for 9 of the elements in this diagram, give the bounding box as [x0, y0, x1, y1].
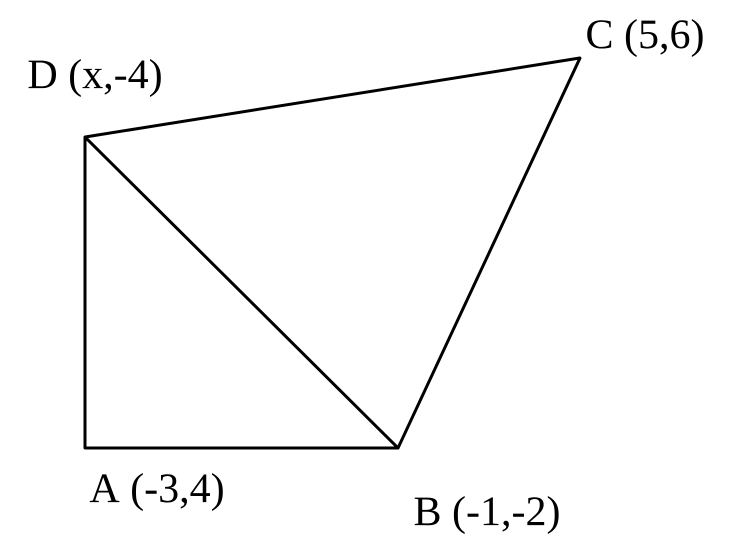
line-segment: [396, 56, 582, 450]
vertex-label: B (-1,-2): [414, 496, 559, 534]
line-segment: [84, 136, 400, 450]
line-segment: [84, 446, 400, 450]
line-segment: [84, 136, 86, 450]
line-segment: [84, 56, 582, 138]
vertex-label: C (5,6): [587, 18, 703, 58]
vertex-label: D (x,-4): [28, 58, 161, 98]
vertex-label: A (-3,4): [90, 472, 223, 512]
